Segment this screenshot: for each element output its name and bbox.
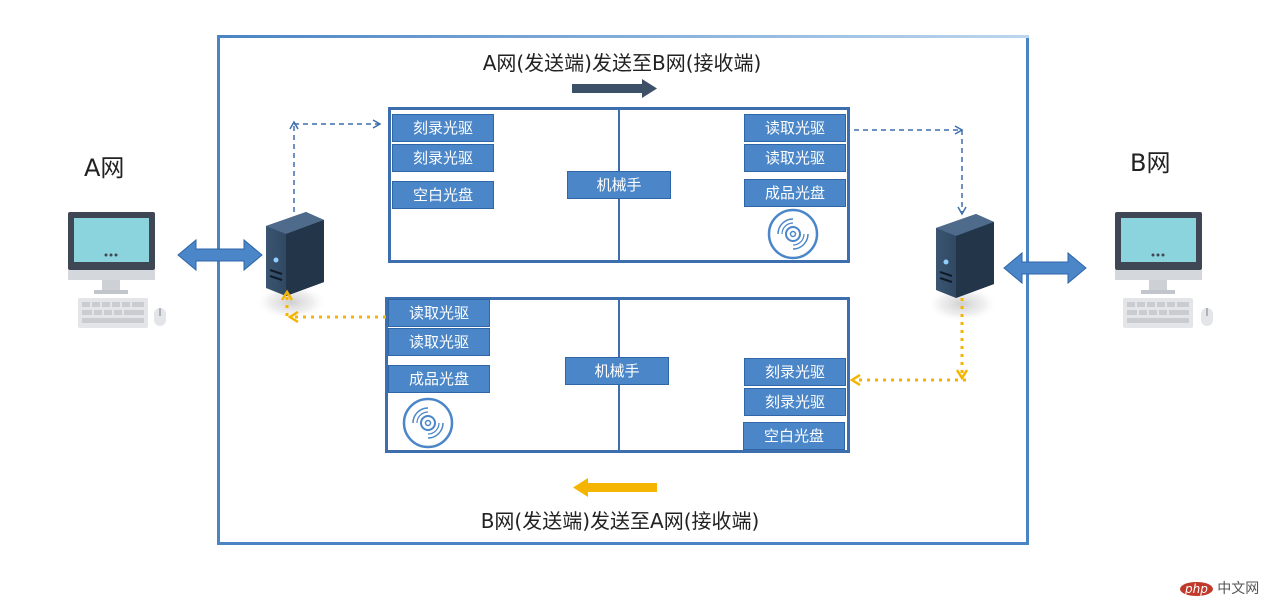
watermark-text: 中文网 [1217,581,1260,597]
bottom-left-box-2: 读取光驱 [388,328,490,356]
link-arrow-b [1003,251,1087,285]
bottom-right-box-3: 空白光盘 [743,422,845,450]
link-arrow-a [177,238,263,272]
disc-icon-bottom [402,397,454,449]
bottom-center-robot-arm: 机械手 [565,357,669,385]
top-right-box-3: 成品光盘 [744,179,846,207]
frame-top-edge [217,35,1029,38]
top-left-box-2: 刻录光驱 [392,144,494,172]
bottom-left-box-1: 读取光驱 [388,299,490,327]
top-right-box-2: 读取光驱 [744,144,846,172]
server-a-icon [255,212,327,320]
flow-a-to-b [289,119,967,216]
bottom-right-box-1: 刻录光驱 [744,358,846,386]
computer-a-icon [68,212,166,328]
network-a-label: A网 [84,154,125,182]
top-right-box-1: 读取光驱 [744,114,846,142]
network-b-label: B网 [1130,149,1171,177]
flow-b-to-a [287,292,966,380]
top-left-box-1: 刻录光驱 [392,114,494,142]
disc-icon-top [767,208,819,260]
computer-b-icon [1115,212,1213,328]
bottom-left-box-3: 成品光盘 [388,365,490,393]
watermark: php 中文网 [1180,578,1259,598]
bottom-right-box-2: 刻录光驱 [744,388,846,416]
top-left-box-3: 空白光盘 [392,181,494,209]
bottom-direction-arrow [573,478,657,497]
php-logo-icon: php [1180,582,1213,596]
server-b-icon [926,214,998,322]
title-b-to-a: B网(发送端)发送至A网(接收端) [480,509,760,533]
top-center-robot-arm: 机械手 [567,171,671,199]
top-direction-arrow [572,79,657,98]
title-a-to-b: A网(发送端)发送至B网(接收端) [482,51,762,75]
